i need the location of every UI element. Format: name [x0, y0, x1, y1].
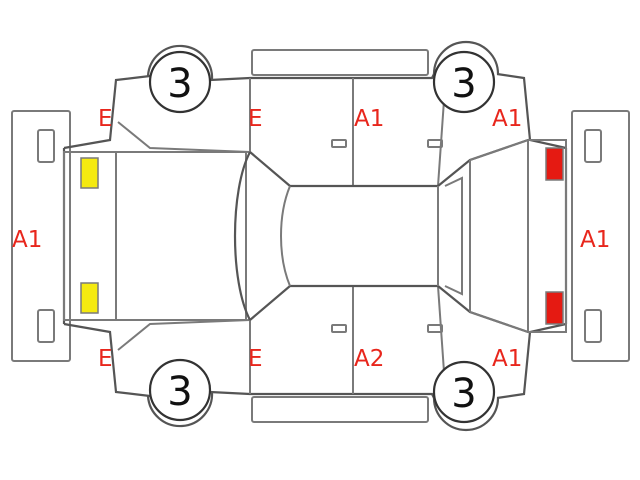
label-front-bumper: A1: [12, 227, 42, 253]
front-bumper: [11, 110, 71, 362]
tire-rear-right: 3: [432, 360, 496, 424]
tire-front-right: 3: [148, 358, 212, 422]
tire-rear-right-grade: 3: [451, 371, 476, 417]
bottom-side-skirt: [251, 396, 429, 423]
rear-bumper: [571, 110, 630, 362]
label-top-front-door: E: [248, 106, 263, 132]
label-bottom-rear-fender: A1: [492, 346, 522, 372]
label-top-rear-door: A1: [354, 106, 384, 132]
label-top-rear-fender: A1: [492, 106, 522, 132]
tire-rear-left: 3: [432, 50, 496, 114]
rear-right-arch: [432, 397, 500, 432]
tire-front-left: 3: [148, 50, 212, 114]
label-top-front-fender: E: [98, 106, 113, 132]
front-left-arch: [146, 44, 214, 81]
tire-rear-left-grade: 3: [451, 61, 476, 107]
label-bottom-rear-door: A2: [354, 346, 384, 372]
rear-lamp-bottom-marker: [545, 291, 564, 325]
rear-left-arch: [432, 40, 500, 75]
rear-lamp-top-marker: [545, 147, 564, 181]
tire-front-left-grade: 3: [167, 61, 192, 107]
car-body: [62, 72, 568, 400]
label-bottom-front-fender: E: [98, 346, 113, 372]
label-bottom-front-door: E: [248, 346, 263, 372]
top-side-skirt: [251, 49, 429, 76]
label-rear-bumper: A1: [580, 227, 610, 253]
front-right-arch: [146, 391, 214, 428]
front-lamp-top-marker: [80, 157, 99, 189]
tire-front-right-grade: 3: [167, 369, 192, 415]
front-lamp-bottom-marker: [80, 282, 99, 314]
